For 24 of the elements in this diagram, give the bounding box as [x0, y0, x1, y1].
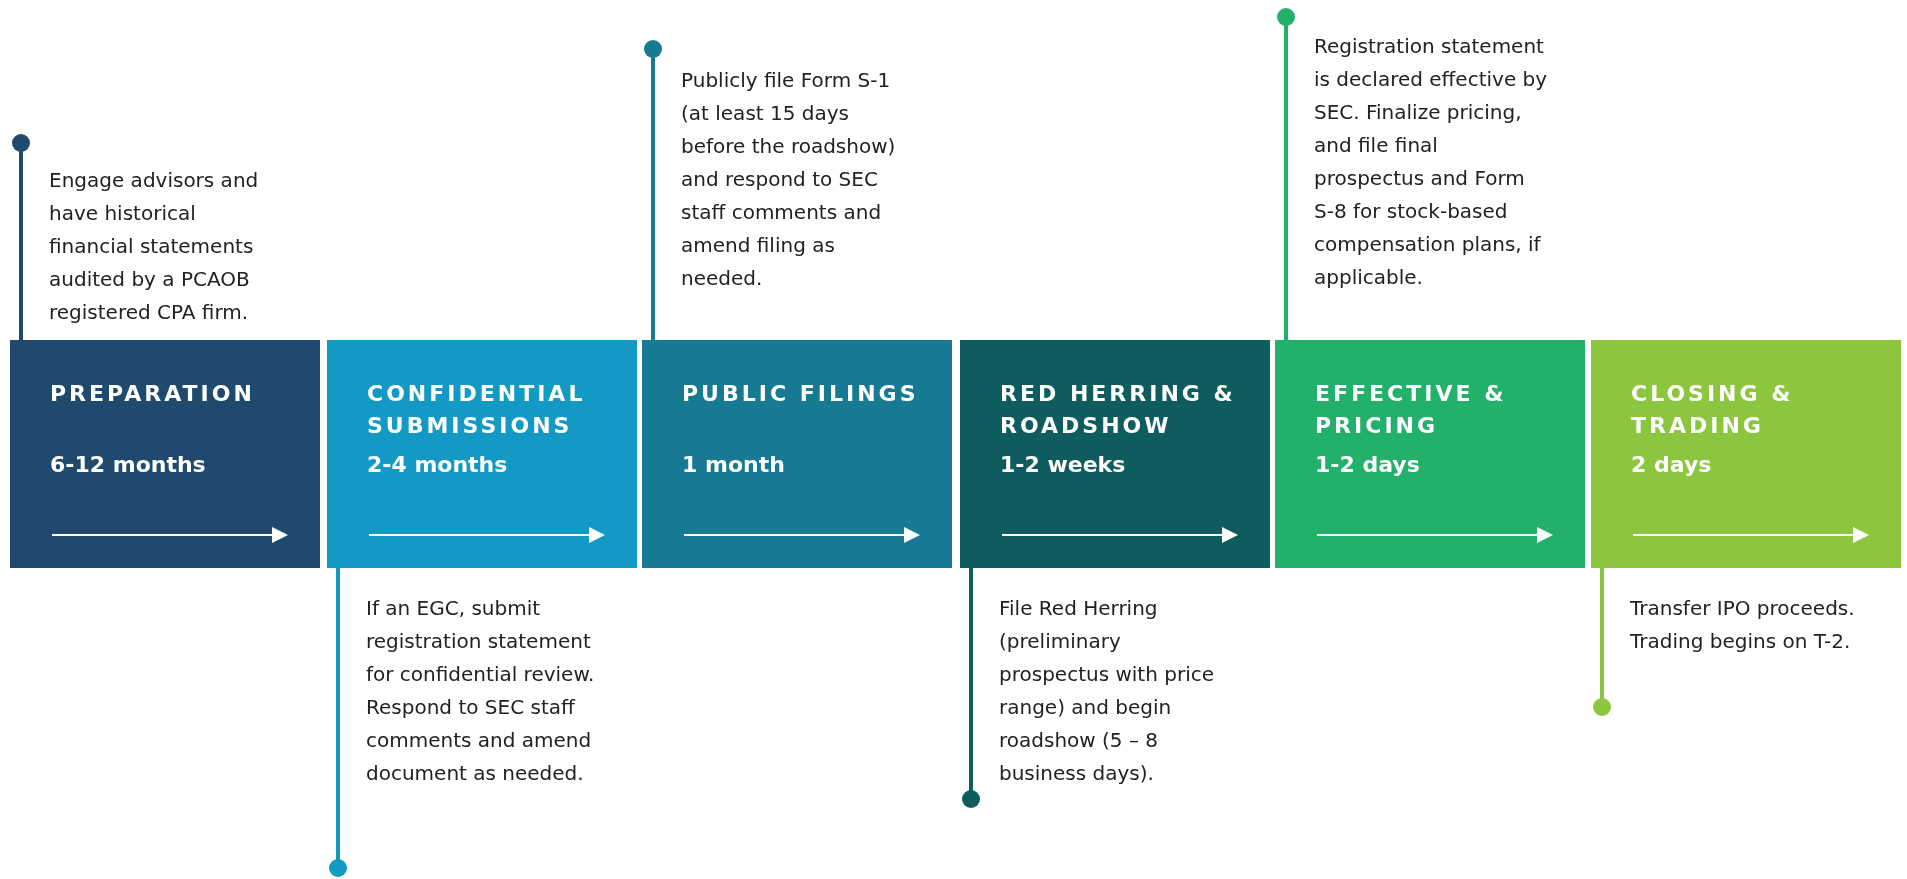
phase-duration: 1 month [682, 452, 785, 477]
phase-box [327, 340, 637, 568]
phase-title: CONFIDENTIAL SUBMISSIONS [367, 380, 587, 440]
phase-duration: 1-2 days [1315, 452, 1420, 477]
phase-title: RED HERRING & ROADSHOW [1000, 380, 1237, 440]
phase-description: Engage advisors and have historical financial statements audited by a PCAOB registered CPA firm. [49, 167, 260, 326]
phase-title: PREPARATION [50, 380, 256, 408]
phase-duration: 1-2 weeks [1000, 452, 1126, 477]
phase-duration: 6-12 months [50, 452, 206, 477]
phase-title: CLOSING & TRADING [1631, 380, 1795, 440]
phase-box [10, 340, 320, 568]
phase-description: If an EGC, submit registration statement for confidential review. Respond to SEC staff comments and amend document as needed. [366, 595, 596, 787]
phase-box [642, 340, 952, 568]
phase-duration: 2 days [1631, 452, 1712, 477]
phase-box [1591, 340, 1901, 568]
phase-box [1275, 340, 1585, 568]
phase-description: Registration statement is declared effective by SEC. Finalize pricing, and file final prospectus and Form S-8 for stock-based compensation plans, if applicable. [1314, 33, 1549, 291]
phase-description: Publicly file Form S-1 (at least 15 days before the roadshow) and respond to SEC staff comments and amend filing as needed. [681, 67, 897, 292]
phase-title: EFFECTIVE & PRICING [1315, 380, 1508, 440]
phase-description: Transfer IPO proceeds. Trading begins on T-2. [1630, 595, 1856, 655]
phase-duration: 2-4 months [367, 452, 508, 477]
phase-box [960, 340, 1270, 568]
phase-title: PUBLIC FILINGS [682, 380, 920, 408]
phase-description: File Red Herring (preliminary prospectus with price range) and begin roadshow (5 – 8 business days). [999, 595, 1215, 787]
